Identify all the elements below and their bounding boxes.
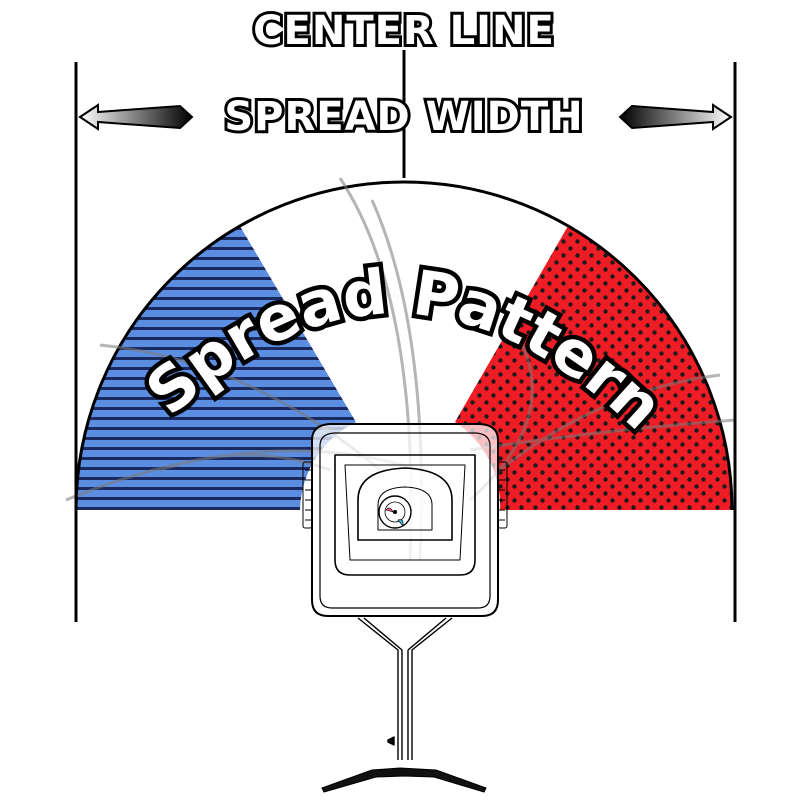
left-spread-zone: [76, 226, 356, 510]
center-line-label: CENTER LINE: [253, 8, 555, 54]
right-spread-zone: [455, 226, 732, 510]
arrow-right-icon: [618, 103, 733, 131]
spread-arc-outline: [74, 180, 734, 511]
arrow-left-icon: [78, 103, 194, 131]
spread-width-label: SPREAD WIDTH: [224, 94, 583, 140]
broadcast-spreader-icon: [302, 423, 508, 793]
